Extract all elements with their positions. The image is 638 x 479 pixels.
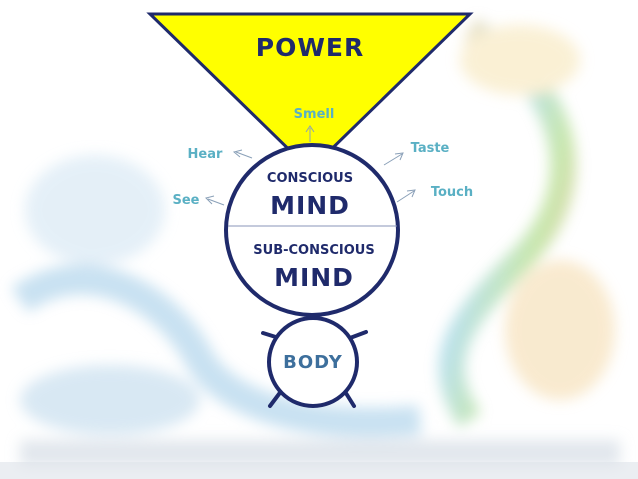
sense-label-smell: Smell [294, 107, 335, 122]
subconscious-label: SUB-CONSCIOUS [253, 243, 374, 258]
touch-arrow [396, 189, 416, 203]
power-label: POWER [256, 33, 364, 62]
body-label: BODY [283, 352, 343, 373]
hear-arrow [232, 149, 253, 159]
power-triangle [146, 12, 474, 173]
blurred-background [11, 18, 620, 466]
background-blob-right [505, 260, 615, 400]
conscious-label: CONSCIOUS [267, 171, 353, 186]
body-limb-upper-right [348, 330, 368, 340]
conscious-mind-label: MIND [270, 191, 350, 220]
see-arrow [205, 195, 225, 206]
sense-label-see: See [173, 193, 200, 208]
background-floor-band [20, 440, 620, 466]
sense-label-hear: Hear [188, 147, 223, 162]
background-blob-bottom [20, 365, 200, 435]
taste-arrow [383, 152, 404, 166]
sense-label-taste: Taste [411, 141, 450, 156]
smell-arrow [305, 125, 315, 142]
background-blob-top [460, 25, 580, 95]
sense-arrows [205, 125, 416, 206]
subconscious-mind-label: MIND [274, 263, 354, 292]
background-ribbon-lower [11, 264, 422, 438]
body-circle [267, 316, 359, 408]
sense-label-touch: Touch [431, 185, 473, 200]
background-blob-left [25, 155, 165, 265]
background-frame-shadow [0, 462, 638, 479]
